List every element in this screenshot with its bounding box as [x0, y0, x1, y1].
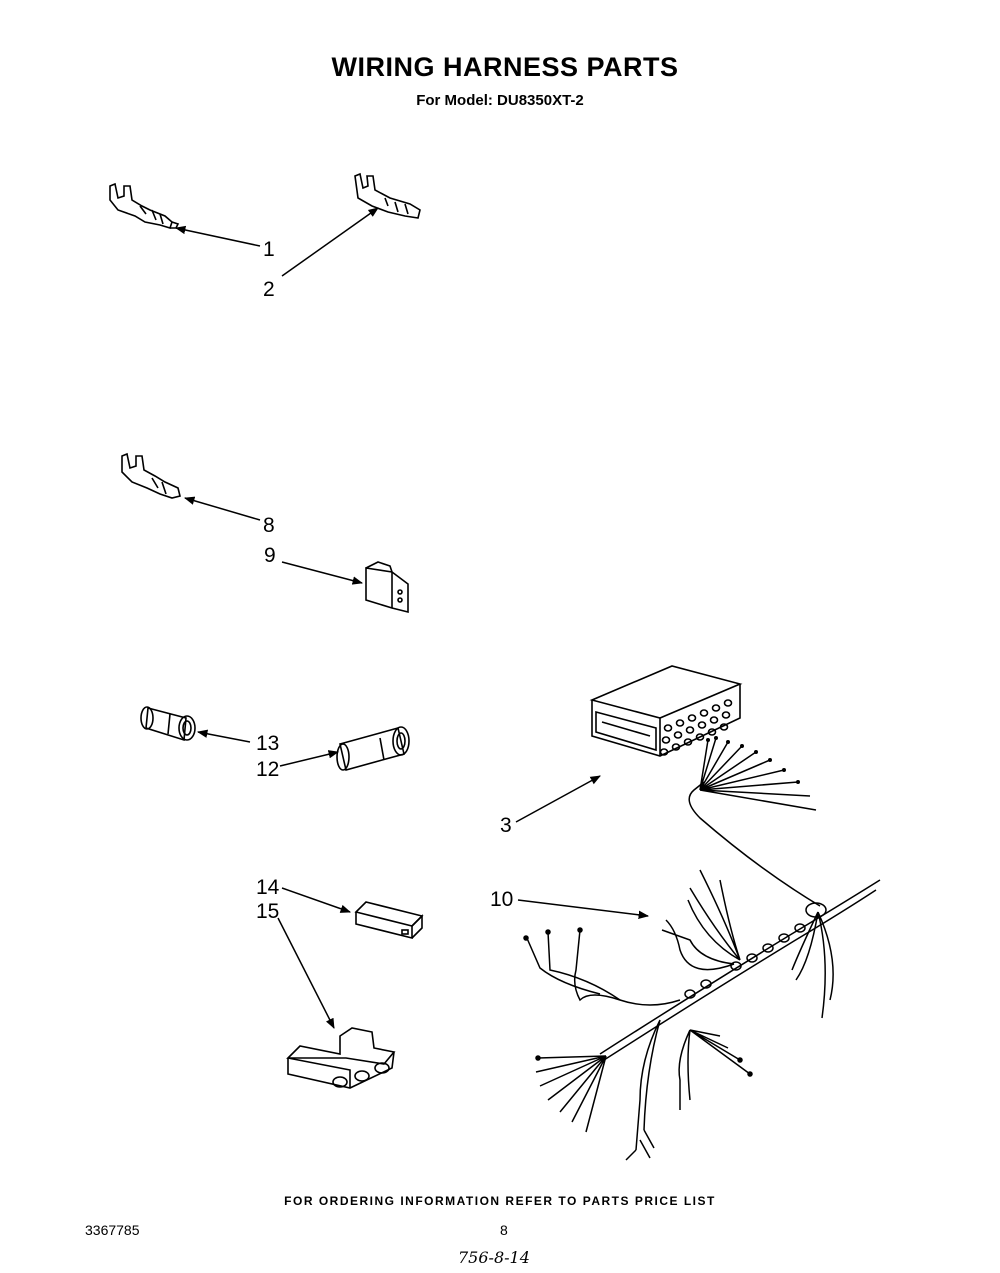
page-number: 8 [500, 1222, 508, 1238]
pin-hole [675, 719, 685, 727]
callout-9: 9 [264, 544, 276, 567]
model-subtitle: For Model: DU8350XT-2 [416, 92, 584, 109]
wiring-harness-part-10 [523, 736, 881, 1161]
connector-block-part-15 [286, 1027, 396, 1089]
ordering-note: FOR ORDERING INFORMATION REFER TO PARTS … [284, 1194, 716, 1208]
page-title: WIRING HARNESS PARTS [331, 52, 679, 82]
splice-sleeve-part-12 [336, 726, 410, 771]
callout-14: 14 [256, 876, 280, 899]
pin-hole [697, 721, 707, 729]
callout-2: 2 [263, 278, 275, 301]
pin-hole [709, 716, 719, 724]
wire-end-dots [706, 736, 800, 784]
handwritten-note: 756-8-14 [458, 1248, 530, 1267]
pin-hole [707, 728, 717, 736]
pin-hole [659, 748, 669, 756]
callout-1: 1 [263, 238, 275, 261]
pin-hole [719, 723, 729, 731]
terminal-part-8 [121, 452, 181, 499]
connector-part-14 [354, 901, 424, 940]
callout-8: 8 [263, 514, 275, 537]
pin-hole [687, 714, 697, 722]
sleeve-part-13 [140, 706, 196, 742]
leader-lines [174, 207, 650, 1029]
pin-hole [723, 699, 733, 707]
connector-housing-part-9 [365, 561, 409, 614]
document-number: 3367785 [85, 1222, 140, 1238]
callout-15: 15 [256, 900, 279, 923]
pin-hole [671, 743, 681, 751]
terminal-part-2 [354, 172, 421, 219]
callout-12: 12 [256, 758, 279, 781]
pin-hole [699, 709, 709, 717]
pin-hole [683, 738, 693, 746]
pin-hole [663, 724, 673, 732]
pin-hole [711, 704, 721, 712]
callout-13: 13 [256, 732, 279, 755]
connector-block-part-3 [589, 665, 743, 757]
callout-10: 10 [490, 888, 513, 911]
callout-3: 3 [500, 814, 512, 837]
pin-hole [661, 736, 671, 744]
pin-hole [721, 711, 731, 719]
pin-hole [673, 731, 683, 739]
terminal-part-1 [109, 182, 180, 229]
pin-hole [685, 726, 695, 734]
pin-hole [695, 733, 705, 741]
